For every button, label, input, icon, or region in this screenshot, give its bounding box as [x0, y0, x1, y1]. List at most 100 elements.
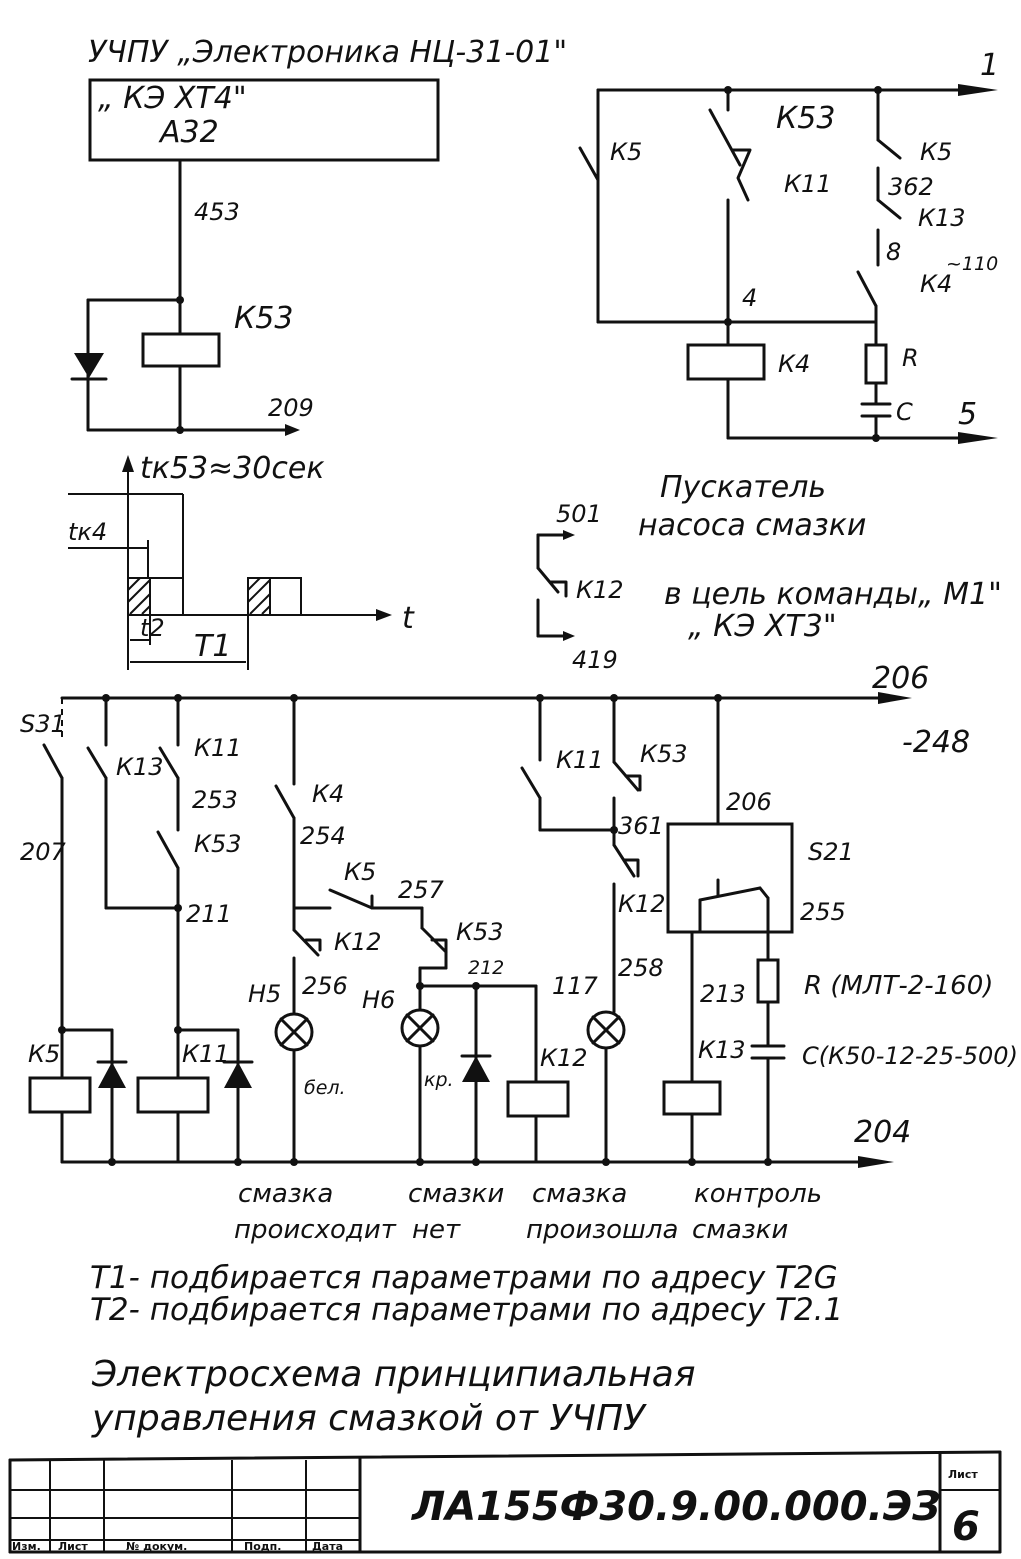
caption-3-line1: смазка [532, 1179, 627, 1209]
k5-coil-label: К5 [28, 1040, 60, 1068]
wire-213-label: 213 [700, 980, 746, 1008]
caption-4-line1: контроль [694, 1179, 822, 1209]
k11-top-label: К11 [784, 170, 832, 198]
wire-501-label: 501 [556, 500, 602, 528]
k12-coil [506, 1080, 570, 1118]
s31-label: S31 [20, 710, 66, 738]
r-resistor [864, 343, 888, 385]
s21-label: S21 [808, 838, 854, 866]
drawing-title-2: управления смазкой от УЧПУ [91, 1398, 647, 1439]
wire-4-label: 4 [742, 284, 757, 312]
bus-248-label: -248 [902, 725, 970, 760]
node-1-label: 1 [980, 48, 999, 83]
caption-2-line2: нет [412, 1215, 461, 1245]
k11-diode [224, 1062, 252, 1088]
k5-mid-label: К5 [344, 858, 376, 886]
k53-top-label: К53 [776, 101, 835, 136]
h6-diode [462, 1056, 490, 1082]
wire-362-label: 362 [888, 173, 934, 201]
note-t2: Т2- подбирается параметрами по адресу Т2… [90, 1292, 843, 1328]
wire-207-label: 207 [20, 838, 67, 866]
cnc-block-ref: А32 [158, 115, 219, 150]
stamp-col-date: Дата [312, 1540, 343, 1553]
wire-258-label: 258 [618, 954, 664, 982]
k53-mid-label: К53 [456, 918, 504, 946]
k4-coil-label: К4 [778, 350, 810, 378]
lamp-captions: смазка происходит смазки нет смазка прои… [234, 1179, 822, 1245]
caption-1-line1: смазка [238, 1179, 333, 1209]
wire-117-label: 117 [552, 972, 599, 1000]
k53-coil [141, 332, 221, 368]
starter-section: Пускатель насоса смазки 501 К12 419 в це… [536, 470, 1002, 674]
k12-right-label: К12 [618, 890, 666, 918]
stamp-col-doc: № докум. [126, 1540, 187, 1553]
wire-361-label: 361 [618, 812, 664, 840]
drawing-code: ЛА155Ф30.9.00.000.ЭЗ [411, 1484, 941, 1530]
t2-label: t2 [140, 614, 165, 642]
voltage-label: ~110 [946, 253, 998, 275]
starter-title-1: Пускатель [660, 470, 826, 505]
k4-coil [686, 343, 766, 381]
wire-257-label: 257 [398, 876, 445, 904]
node-5-label: 5 [958, 397, 977, 432]
t1-label: T1 [194, 629, 231, 664]
starter-k12-label: К12 [576, 576, 624, 604]
s21-switch-box [666, 822, 794, 934]
c-label: С [896, 398, 913, 426]
h6-label: Н6 [362, 986, 395, 1014]
h5-label: Н5 [248, 980, 281, 1008]
k5-coil [28, 1076, 92, 1114]
caption-1-line2: происходит [234, 1215, 397, 1245]
wire-254-label: 254 [300, 822, 346, 850]
stamp-col-izm: Изм. [12, 1540, 41, 1553]
k53-coil-label: К53 [234, 301, 293, 336]
cnc-block-name: „ КЭ ХТ4" [98, 81, 247, 116]
cnc-title: УЧПУ „Электроника НЦ-31-01" [88, 35, 567, 70]
diode-symbol [74, 353, 104, 378]
cnc-block [88, 78, 440, 162]
bus-206-label: 206 [872, 661, 929, 696]
k4-contact-label: К4 [920, 270, 952, 298]
caption-2-line1: смазки [408, 1179, 504, 1209]
wire-255-label: 255 [800, 898, 846, 926]
stamp-sheet-label: Лист [948, 1468, 978, 1481]
bel-label: бел. [304, 1077, 346, 1099]
caption-4-line2: смазки [692, 1215, 788, 1245]
drawing-title-1: Электросхема принципиальная [91, 1354, 696, 1395]
wire-8-label: 8 [886, 238, 901, 266]
k12-mid-label: К12 [334, 928, 382, 956]
k5-left-label: К5 [610, 138, 642, 166]
c-k50-label: С(К50-12-25-500) [802, 1042, 1018, 1070]
bus-204-label: 204 [854, 1115, 911, 1150]
k13-coil-label: К13 [698, 1036, 746, 1064]
k53-left-main-label: К53 [194, 830, 242, 858]
r-mlt-resistor [756, 958, 780, 1004]
k4-circuit: 1 К5 К53 К11 4 К5 362 К13 8 ~110 К4 К4 R [578, 48, 999, 444]
k11-right-label: К11 [556, 746, 604, 774]
r-mlt-label: R (МЛТ-2-160) [804, 971, 993, 1001]
wire-206-s21-label: 206 [726, 788, 772, 816]
stamp-col-sign: Подп. [244, 1540, 281, 1553]
caption-3-line2: произошла [526, 1215, 678, 1245]
wire-253-label: 253 [192, 786, 238, 814]
wire-419-label: 419 [572, 646, 618, 674]
wire-212-label: 212 [468, 957, 504, 979]
kr-label: кр. [424, 1069, 454, 1091]
k4-main-label: К4 [312, 780, 344, 808]
k11-coil [136, 1076, 210, 1114]
k13-top-label: К13 [918, 204, 966, 232]
k11-top-main-label: К11 [194, 734, 242, 762]
k11-coil-label: К11 [182, 1040, 230, 1068]
k13-coil [662, 1080, 722, 1116]
k13-main-label: К13 [116, 753, 164, 781]
wire-211-label: 211 [186, 900, 232, 928]
k12-coil-label: К12 [540, 1044, 588, 1072]
stamp-sheet-number: 6 [952, 1504, 980, 1550]
t-k4-label: tк4 [68, 518, 107, 546]
starter-title-2: насоса смазки [638, 508, 866, 543]
k53-right-label: К53 [640, 740, 688, 768]
main-circuit: 206 -248 204 S31 207 К13 К11 253 К53 211 [20, 661, 1018, 1168]
command-line-2: „ КЭ ХТ3" [688, 609, 837, 644]
k5-diode [98, 1062, 126, 1088]
